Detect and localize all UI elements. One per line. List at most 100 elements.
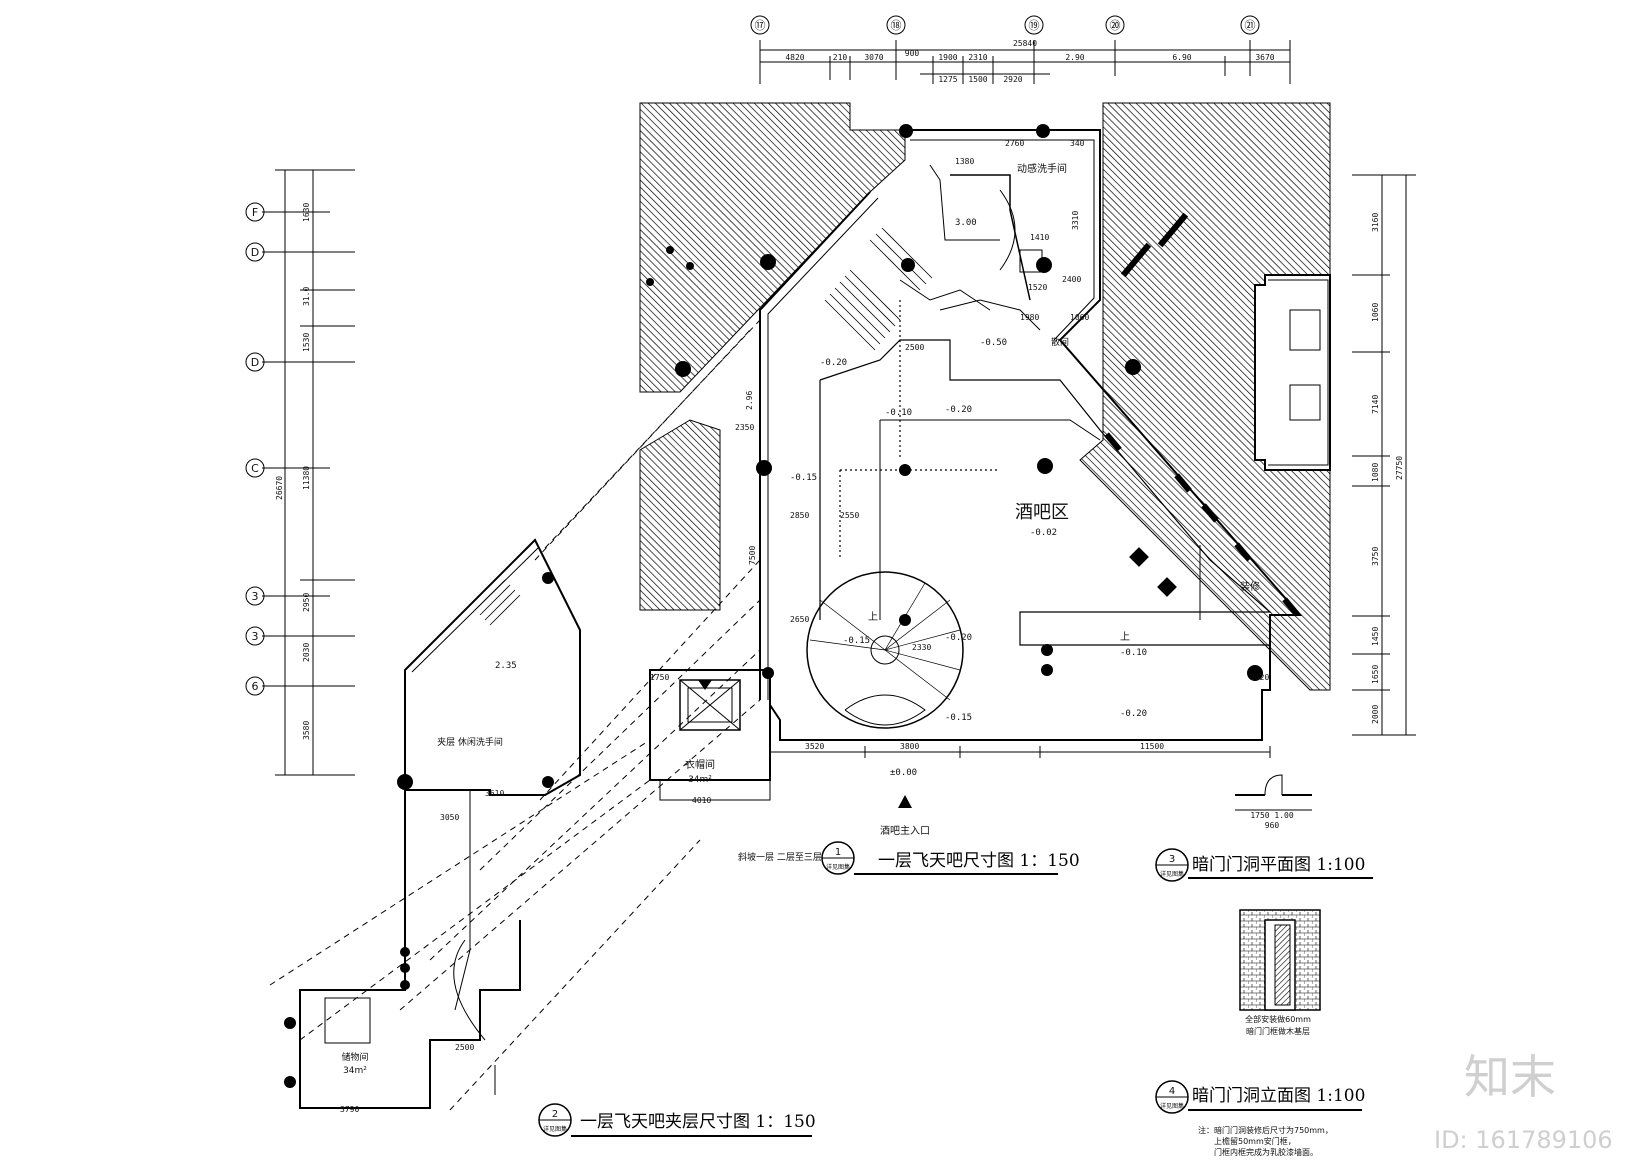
title-ref: 详见图集 xyxy=(1160,1102,1184,1110)
axis-label: ⑰ xyxy=(755,19,766,32)
level-mark: -0.20 xyxy=(945,405,972,415)
title-ref: 详见图集 xyxy=(543,1125,567,1133)
door-dim: 1750 1.00 xyxy=(1250,811,1294,820)
level-mark: -0.10 xyxy=(885,408,912,418)
room-guard-area: 34m² xyxy=(688,775,712,785)
dim: 340 xyxy=(1070,139,1085,148)
axis-label: ⑱ xyxy=(891,19,902,32)
dim: 31.0 xyxy=(302,287,311,306)
room-guard: 衣帽间 xyxy=(685,758,715,771)
level-mark: ±0.00 xyxy=(890,768,917,778)
title-ref: 详见图集 xyxy=(1160,870,1184,878)
dim: 1080 xyxy=(1371,463,1380,482)
dim: 2920 xyxy=(1003,75,1022,84)
footnote-3: 门框内框完成为乳胶漆墙面。 xyxy=(1214,1147,1318,1157)
axis-label: D xyxy=(251,356,259,369)
dim-total: 26670 xyxy=(275,476,284,500)
title-1: 一层飞天吧尺寸图 1：150 xyxy=(878,851,1080,871)
axis-label: D xyxy=(251,246,259,259)
dim: 2030 xyxy=(302,643,311,662)
dim: 2.90 xyxy=(1065,53,1084,62)
dim-total: 25840 xyxy=(1013,39,1037,48)
level-mark: -0.15 xyxy=(945,713,972,723)
drawing-titles: 1 详见图集 一层飞天吧尺寸图 1：150 2 详见图集 一层飞天吧夹层尺寸图 … xyxy=(538,841,1373,1157)
grid-axis-19 xyxy=(1024,15,1044,35)
level-mark: -0.15 xyxy=(790,473,817,483)
room-side: 储物间 xyxy=(341,1051,368,1063)
dim: 4820 xyxy=(785,53,804,62)
mezzanine-plan xyxy=(284,538,581,1109)
level-mark: -0.50 xyxy=(980,338,1007,348)
watermark: 知末 ID: 161789106 xyxy=(1434,1050,1613,1154)
level-mark: -0.20 xyxy=(945,633,972,643)
dim: 2310 xyxy=(968,53,987,62)
dim: 1410 xyxy=(1030,233,1049,242)
dim: 3580 xyxy=(302,721,311,740)
watermark-brand: 知末 xyxy=(1464,1050,1556,1104)
door-plan-detail: 1750 1.00 960 xyxy=(1235,774,1312,830)
dim: 3520 xyxy=(805,742,824,751)
dim: 2500 xyxy=(455,1043,474,1052)
dim: 1750 xyxy=(650,673,669,682)
entry-label: 酒吧主入口 xyxy=(880,825,930,837)
dim: 3800 xyxy=(900,742,919,751)
right-dimension-chain: 3160 1060 7140 1080 3750 1450 1650 2000 … xyxy=(1352,174,1416,736)
level-mark: -0.15 xyxy=(843,636,870,646)
level-mark: -0.20 xyxy=(820,358,847,368)
level-mark: -0.02 xyxy=(1030,528,1057,538)
dim: 2550 xyxy=(840,511,859,520)
title-2: 一层飞天吧夹层尺寸图 1：150 xyxy=(580,1112,816,1132)
dim: 900 xyxy=(905,49,920,58)
room-side-area: 34m² xyxy=(343,1066,367,1076)
dim: 210 xyxy=(833,53,848,62)
dim: 1380 xyxy=(955,157,974,166)
dim: 1650 xyxy=(1371,665,1380,684)
room-bar-area: 酒吧区 xyxy=(1015,502,1069,523)
dim: 11500 xyxy=(1140,742,1164,751)
stair-note: 斜坡一层 二层至三层 xyxy=(738,851,822,863)
grid-axis-17 xyxy=(750,15,770,35)
axis-label: C xyxy=(251,462,259,475)
axis-label: 6 xyxy=(252,680,259,693)
dim: 3050 xyxy=(440,813,459,822)
dim: 3310 xyxy=(1071,211,1080,230)
grid-axis-21 xyxy=(1240,15,1260,35)
door-note-1: 全部安装做60mm xyxy=(1245,1014,1311,1024)
watermark-id: ID: 161789106 xyxy=(1434,1126,1613,1154)
dim: 3070 xyxy=(864,53,883,62)
dim: 2850 xyxy=(790,511,809,520)
title-number: 1 xyxy=(835,847,841,858)
dim: 2000 xyxy=(1371,705,1380,724)
dim: 2760 xyxy=(1005,139,1024,148)
dim: 2650 xyxy=(790,615,809,624)
dim: 1900 xyxy=(938,53,957,62)
dim: 7500 xyxy=(748,546,757,565)
dim: 3610 xyxy=(485,789,504,798)
dim: 2500 xyxy=(905,343,924,352)
room-service: 散间 xyxy=(1051,336,1069,348)
title-ref: 详见图集 xyxy=(826,863,850,871)
title-number: 3 xyxy=(1169,854,1175,865)
main-floor-plan xyxy=(639,102,1331,808)
dim: 7140 xyxy=(1371,395,1380,414)
door-elevation-detail: 全部安装做60mm 暗门门框做木基层 xyxy=(1239,909,1321,1036)
axis-label: F xyxy=(252,206,258,219)
projection-lines xyxy=(269,319,761,1111)
plan-labels: 酒吧区 动感洗手间 装修 酒吧主入口 衣帽间 34m² 夹层 休闲洗手间 储物间… xyxy=(340,139,1269,1114)
top-dimension-chain: ⑰ ⑱ ⑲ ⑳ ㉑ 25840 4820 210 3070 900 1900 2… xyxy=(750,15,1291,84)
axis-label: ㉑ xyxy=(1245,19,1256,32)
dim: 1450 xyxy=(1371,627,1380,646)
dim: 3750 xyxy=(1371,547,1380,566)
dim: 3790 xyxy=(340,1105,359,1114)
axis-label: 3 xyxy=(252,630,259,643)
wall-note: 装修 xyxy=(1240,580,1260,593)
dim: 2020 xyxy=(1250,673,1269,682)
dim: 2330 xyxy=(912,643,931,652)
dim: 4010 xyxy=(692,796,711,805)
dim: 1630 xyxy=(302,203,311,222)
dim: 2.96 xyxy=(745,391,754,410)
door-note-2: 暗门门框做木基层 xyxy=(1246,1026,1310,1036)
level-mark: 2.35 xyxy=(495,661,517,671)
axis-label: ⑲ xyxy=(1029,19,1040,32)
